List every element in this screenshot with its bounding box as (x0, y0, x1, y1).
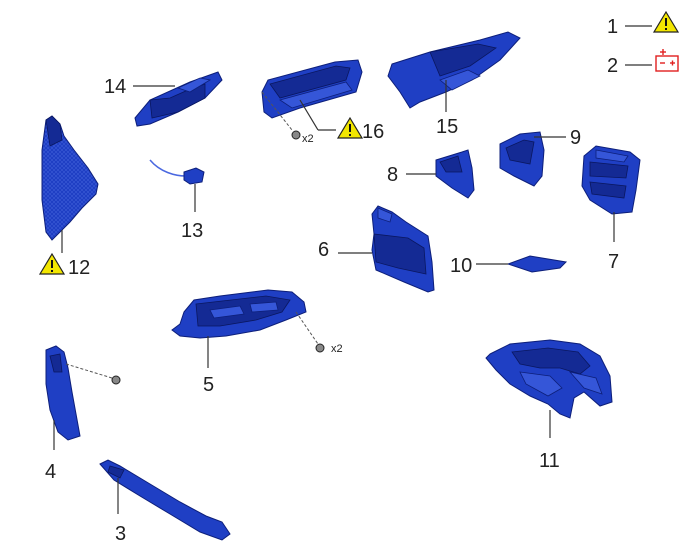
callout-14: 14 (104, 76, 126, 98)
warning-icon (652, 10, 680, 33)
legend-number-1: 1 (607, 16, 618, 38)
callout-3: 3 (115, 523, 126, 545)
callout-9: 9 (570, 127, 581, 149)
part-13: 13 (149, 159, 205, 242)
callout-11: 11 (539, 450, 560, 472)
part-11: 11 (485, 339, 613, 472)
quantity-5: x2 (331, 343, 343, 355)
callout-6: 6 (318, 239, 329, 261)
screw-icon (291, 130, 301, 140)
part-12: 12 (38, 115, 99, 279)
legend-number-2: 2 (607, 55, 618, 77)
part-6: 6 (318, 205, 435, 293)
callout-15: 15 (436, 116, 458, 138)
callout-12: 12 (68, 257, 90, 279)
warning-icon (336, 116, 364, 139)
part-9: 9 (499, 127, 581, 187)
part-14: 14 (104, 71, 223, 127)
callout-5: 5 (203, 374, 214, 396)
callout-7: 7 (608, 251, 619, 273)
part-16: x2 16 (261, 59, 384, 145)
screw-icon (315, 343, 325, 353)
callout-4: 4 (45, 461, 56, 483)
callout-8: 8 (387, 164, 398, 186)
part-8: 8 (387, 149, 475, 199)
part-4: 4 (45, 345, 121, 483)
part-10: 10 (450, 255, 568, 277)
battery-icon (655, 49, 679, 72)
callout-10: 10 (450, 255, 472, 277)
callout-16: 16 (362, 121, 384, 143)
part-3: 3 (99, 459, 231, 545)
clip-icon (111, 375, 121, 385)
legend-warning: 1 (607, 10, 680, 38)
legend-battery: 2 (607, 49, 679, 77)
part-5: x2 5 (171, 289, 343, 396)
part-7: 7 (581, 145, 641, 273)
part-15: 15 (387, 31, 521, 138)
quantity-16: x2 (302, 133, 314, 145)
warning-icon (38, 252, 66, 275)
callout-13: 13 (181, 220, 203, 242)
